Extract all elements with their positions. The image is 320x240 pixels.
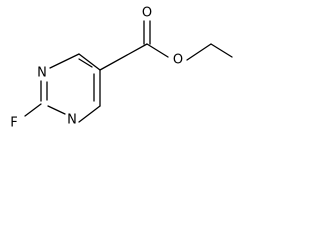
bond-c2-n3 bbox=[47, 105, 66, 115]
bond-c5-c6-inner bbox=[78, 58, 93, 68]
substituents bbox=[24, 20, 233, 117]
chemical-structure: N N F O O bbox=[10, 6, 233, 131]
bond-ester-oxygen-ch2 bbox=[186, 43, 212, 61]
atom-label-o-carbonyl: O bbox=[142, 6, 152, 21]
atom-label-n1: N bbox=[37, 66, 47, 81]
bond-c2-f bbox=[24, 103, 42, 117]
bond-n3-c4 bbox=[78, 105, 101, 123]
atom-label-f: F bbox=[10, 116, 17, 131]
pyrimidine-ring bbox=[40, 53, 101, 123]
bond-carbonyl-carbon-ester-oxygen bbox=[146, 43, 169, 58]
bond-ch2-ch3 bbox=[210, 43, 233, 58]
bond-c5-c6 bbox=[78, 53, 101, 71]
bond-c6-n1 bbox=[49, 53, 80, 69]
atom-label-o-ester: O bbox=[173, 53, 183, 68]
bond-c5-carbonyl-carbon bbox=[99, 43, 148, 71]
atom-label-n3: N bbox=[67, 113, 77, 128]
